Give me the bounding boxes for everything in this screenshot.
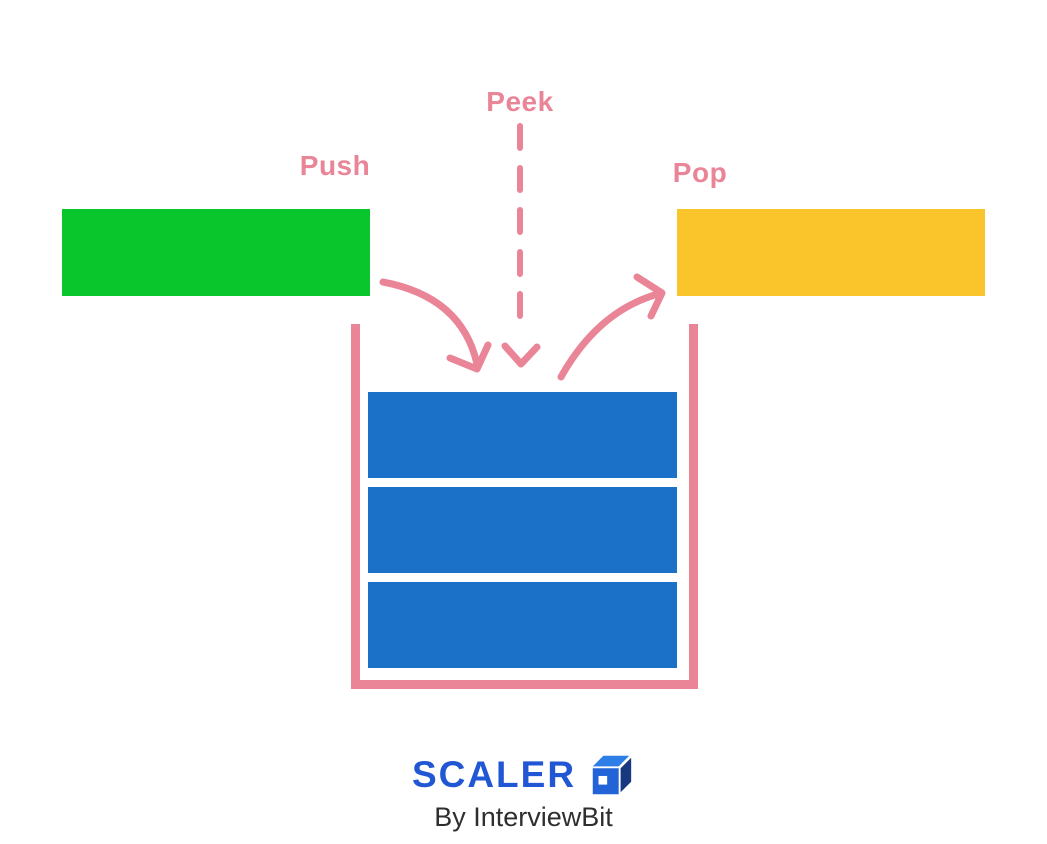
- pop-element-block: [677, 209, 985, 296]
- stack-item: [368, 487, 677, 573]
- peek-label: Peek: [486, 86, 554, 117]
- brand-row: SCALER: [412, 750, 635, 800]
- scaler-cube-icon: [592, 755, 632, 795]
- stack-item: [368, 582, 677, 668]
- stack-container: [351, 324, 698, 689]
- brand-footer: SCALER By InterviewBit: [0, 750, 1047, 833]
- pop-label: Pop: [672, 157, 728, 188]
- push-element-block: [62, 209, 370, 296]
- pop-arrow-head: [633, 273, 666, 320]
- brand-name: SCALER: [411, 754, 577, 795]
- brand-byline: By InterviewBit: [434, 802, 613, 832]
- push-label: Push: [299, 150, 371, 181]
- stack-item: [368, 392, 677, 478]
